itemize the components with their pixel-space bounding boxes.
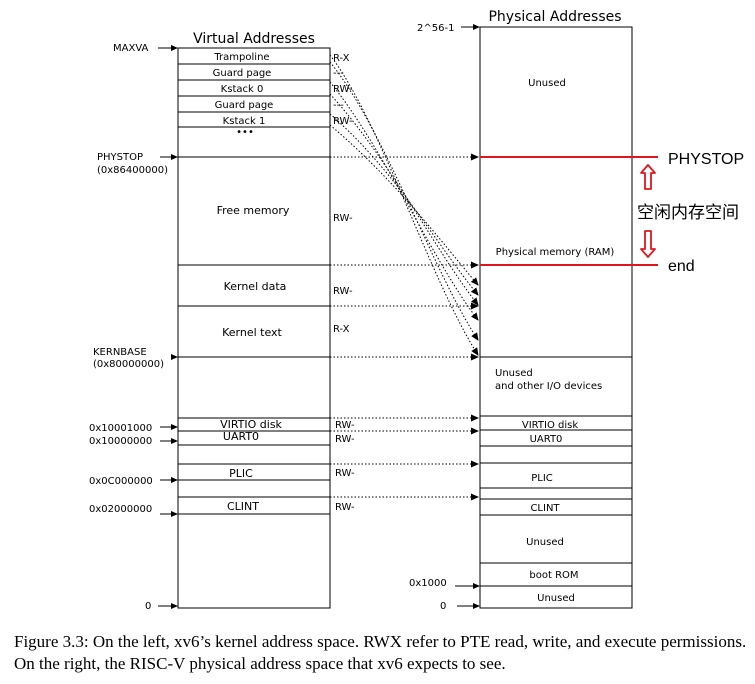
trampoline-label: Trampoline: [213, 52, 269, 63]
free-space-annotation: PHYSTOP 空闲内存空间 end: [637, 151, 744, 275]
virtual-title: Virtual Addresses: [193, 31, 315, 47]
free-space-annotation-text: 空闲内存空间: [637, 203, 739, 223]
io-devices-label: and other I/O devices: [495, 381, 602, 392]
perm-label: RW-: [335, 502, 355, 513]
phystop-address-label: PHYSTOP: [97, 152, 143, 163]
phys-zero-address-label: 0: [440, 601, 446, 612]
plic-label: PLIC: [229, 467, 253, 480]
perm-label: RW-: [333, 286, 353, 297]
virtio-address-label: 0x10001000: [89, 423, 152, 434]
perm-label: R-X: [333, 53, 350, 64]
maxva-label: MAXVA: [113, 43, 149, 54]
unused-label: Unused: [528, 78, 566, 89]
perm-label: RW-: [333, 213, 353, 224]
boot-rom-label: boot ROM: [529, 570, 578, 581]
phys-clint-label: CLINT: [530, 503, 560, 514]
end-annotation: end: [668, 258, 695, 275]
physical-title: Physical Addresses: [488, 9, 621, 25]
ellipsis: •••: [236, 127, 254, 138]
guard-page-label: Guard page: [213, 68, 272, 79]
uart-address-label: 0x10000000: [89, 436, 152, 447]
perm-label: RW-: [335, 468, 355, 479]
phystop-address-value: (0x86400000): [97, 165, 168, 176]
phystop-annotation: PHYSTOP: [668, 151, 744, 168]
address-space-diagram: Virtual Addresses Physical Addresses Tra…: [89, 9, 744, 612]
phys-uart0-label: UART0: [530, 434, 563, 445]
clint-label: CLINT: [227, 500, 259, 513]
virtual-address-pointers: [158, 45, 178, 609]
down-arrow-icon: [640, 230, 656, 258]
kstack-1-label: Kstack 1: [223, 116, 266, 127]
up-arrow-icon: [640, 164, 656, 190]
phys-top-address-label: 2^56-1: [417, 23, 454, 34]
phys-virtio-label: VIRTIO disk: [522, 420, 578, 431]
perm-label: RW-: [335, 434, 355, 445]
perm-label: ---: [333, 100, 344, 111]
unused-label: Unused: [526, 537, 564, 548]
zero-address-label: 0: [145, 601, 151, 612]
io-unused-label: Unused: [495, 368, 533, 379]
physical-address-pointers: [455, 24, 480, 609]
perm-label: R-X: [333, 324, 350, 335]
boot-address-label: 0x1000: [409, 578, 447, 589]
figure-caption: Figure 3.3: On the left, xv6’s kernel ad…: [14, 632, 747, 673]
physical-address-column: [479, 26, 633, 609]
kernbase-value: (0x80000000): [93, 359, 164, 370]
kernel-data-label: Kernel data: [224, 280, 287, 293]
perm-label: RW-: [333, 116, 353, 127]
physical-memory-label: Physical memory (RAM): [496, 247, 615, 258]
virtual-address-column: [177, 47, 331, 609]
kstack-0-label: Kstack 0: [221, 84, 264, 95]
guard-page-label: Guard page: [215, 100, 274, 111]
phys-plic-label: PLIC: [531, 473, 553, 484]
virtio-disk-label: VIRTIO disk: [220, 418, 282, 431]
clint-address-label: 0x02000000: [89, 504, 152, 515]
unused-label: Unused: [537, 593, 575, 604]
perm-label: RW-: [335, 420, 355, 431]
mapping-arrows: [329, 54, 479, 501]
perm-label: RW-: [333, 84, 353, 95]
free-memory-label: Free memory: [217, 204, 290, 217]
kernel-text-label: Kernel text: [222, 326, 282, 339]
plic-address-label: 0x0C000000: [89, 476, 153, 487]
physical-boundary-lines: [480, 156, 658, 266]
uart0-label: UART0: [223, 430, 259, 443]
kernbase-label: KERNBASE: [93, 347, 147, 358]
